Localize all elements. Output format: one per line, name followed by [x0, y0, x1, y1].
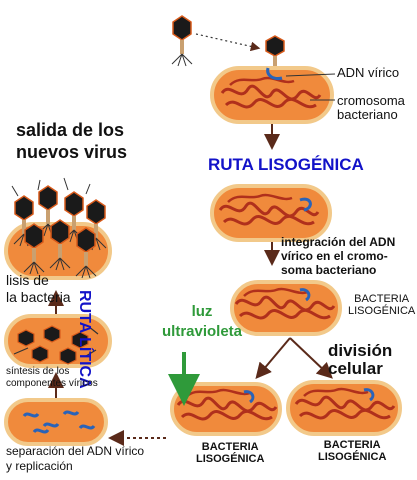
- label-bacteria-lisogenica-left: BACTERIA LISOGÉNICA: [196, 441, 265, 465]
- label-cromosoma-bacteriano: cromosoma bacteriano: [337, 93, 405, 122]
- label-sintesis-componentes: síntesis de los componentes víricos: [6, 366, 98, 389]
- bacterium-lysogenic-right: [286, 380, 402, 436]
- label-bacteria-lisogenica-top: BACTERIA LISOGÉNICA: [348, 293, 416, 317]
- bacterium-lysogenic-route: [210, 184, 332, 242]
- bacterium-lysis: [4, 177, 112, 280]
- bacterium-infected: [210, 66, 336, 124]
- phage-infecting: [171, 15, 285, 67]
- label-separacion-adn: separación del ADN vírico y replicación: [6, 444, 145, 473]
- bacterium-synthesis: [4, 314, 112, 368]
- label-salida-virus: salida de los nuevos virus: [16, 120, 128, 162]
- bacterium-integrated: [230, 280, 342, 336]
- label-adn-virico: ADN vírico: [337, 65, 400, 80]
- title-ruta-lisogenica: RUTA LISOGÉNICA: [208, 155, 364, 174]
- label-integracion: integración del ADN vírico en el cromo- …: [281, 235, 396, 277]
- label-division-celular: división celular: [328, 341, 393, 378]
- label-bacteria-lisogenica-right: BACTERIA LISOGÉNICA: [318, 439, 387, 463]
- label-luz-ultravioleta: luz ultravioleta: [162, 303, 243, 341]
- bacterium-dna-separation: [4, 398, 108, 446]
- label-lisis-bacteria: lisis de la bacteria: [6, 272, 71, 305]
- bacterium-lysogenic-left: [170, 382, 282, 436]
